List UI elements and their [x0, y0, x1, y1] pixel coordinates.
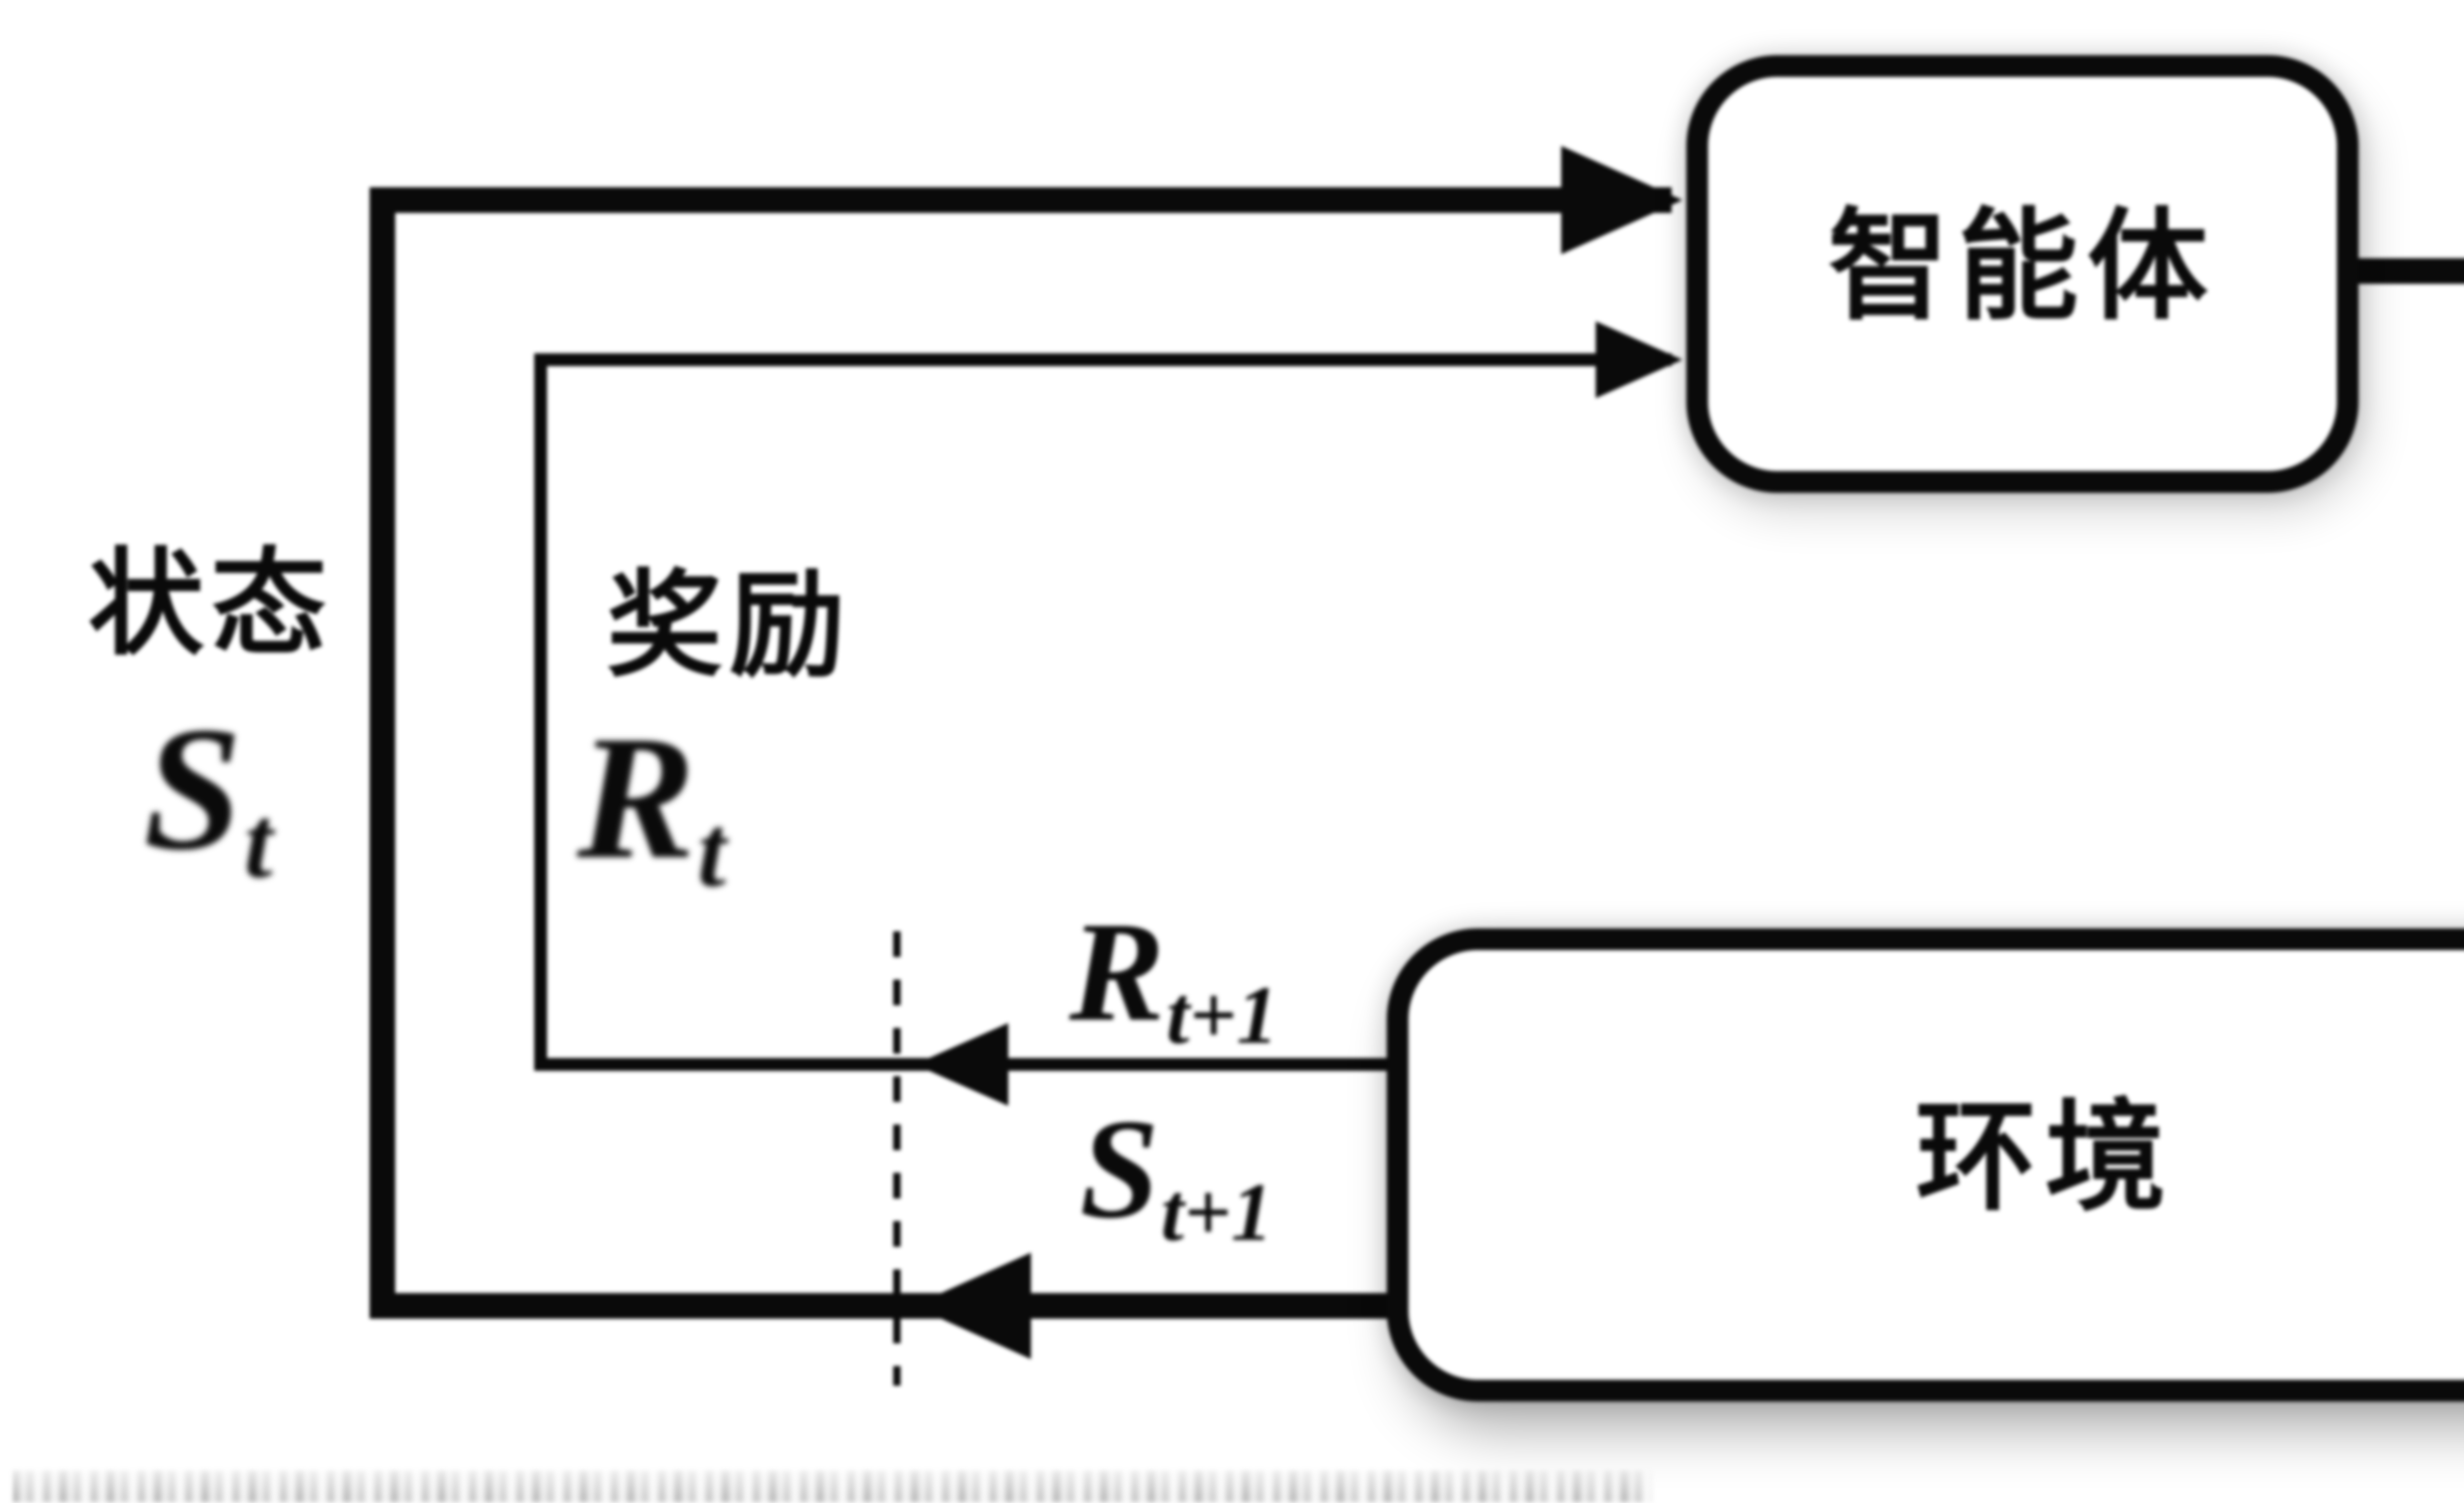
next-reward-symbol: R [1069, 892, 1165, 1051]
cut-off-caption-fragment [12, 1469, 1653, 1503]
state-loop-line [370, 187, 1672, 1319]
next-state-subscript: t+1 [1161, 1166, 1273, 1259]
reward-subscript: t [697, 794, 726, 909]
reward-symbol-label: Rt [577, 709, 726, 903]
next-state-label: St+1 [1080, 1097, 1272, 1254]
next-state-symbol: S [1080, 1090, 1160, 1248]
state-symbol-label: St [143, 700, 273, 894]
state-subscript: t [244, 786, 273, 900]
state-crossing-arrowhead [913, 1253, 1031, 1359]
state-symbol: S [143, 690, 242, 887]
reward-into-agent-arrowhead [1596, 321, 1682, 398]
state-into-agent-arrowhead [1561, 146, 1682, 254]
agent-box: 智能体 [1686, 55, 2359, 493]
state-name-label: 状态 [88, 541, 334, 669]
reward-crossing-arrowhead [915, 1023, 1008, 1106]
next-reward-label: Rt+1 [1069, 900, 1278, 1057]
reward-name-label: 奖励 [607, 562, 852, 691]
reward-symbol: R [577, 699, 696, 895]
next-reward-subscript: t+1 [1166, 969, 1278, 1061]
environment-label: 环境 [1916, 1091, 2175, 1225]
agent-label: 智能体 [1828, 200, 2217, 334]
environment-box: 环境 [1387, 928, 2464, 1401]
